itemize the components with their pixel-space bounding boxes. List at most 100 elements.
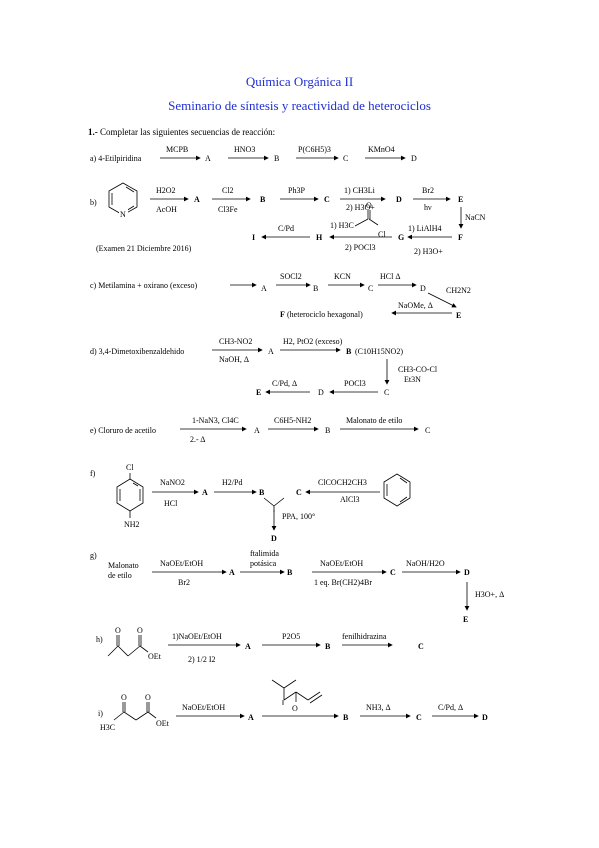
reagent: NaOH/H2O [406,559,445,568]
svg-text:NH2: NH2 [124,520,140,529]
scheme-i-label: i) [98,709,103,718]
compound-D: D [271,534,277,543]
scheme-e: e) Cloruro de acetilo 1-NaN3, Cl4C 2.- Δ… [90,416,430,444]
reagent: NaOEt/EtOH [160,559,203,568]
compound-G: G [398,233,404,242]
reagent: P(C6H5)3 [298,145,331,154]
reagent: H2, PtO2 (exceso) [283,337,343,346]
compound-A: A [229,568,235,577]
reagent: ClCOCH2CH3 [318,478,367,487]
pyridine-structure: N [108,182,138,219]
compound-D: D [396,195,402,204]
instructions: 1.- Completar las siguientes secuencias … [88,127,275,137]
instructions-text: Completar las siguientes secuencias de r… [100,127,276,137]
reagent: AcOH [156,205,177,214]
compound-B-formula: (C10H15NO2) [355,347,403,356]
compound-C: C [425,426,430,435]
reagent: NaNO2 [160,478,185,487]
reagent: HNO3 [234,145,255,154]
reagent: KCN [334,272,351,281]
scheme-i: i) O O OEt H3C NaOEt/EtOH A [98,679,488,732]
scheme-h-label: h) [96,635,103,644]
scheme-c: c) Metilamina + oxirano (exceso) A SOCl2… [90,272,471,320]
reagent: P2O5 [282,632,300,641]
reagent: HCl Δ [380,272,400,281]
reagent: 2) 1/2 I2 [188,655,216,664]
reagent: potásica [250,559,277,568]
compound-D: D [411,154,417,163]
reagent: CH2N2 [446,286,471,295]
reagent: H2/Pd [222,478,242,487]
reagent: Cl2 [222,186,234,195]
compound-D: D [464,568,470,577]
reagent: fenilhidrazina [342,632,387,641]
reagent: Et3N [404,375,421,384]
arrow [427,292,457,308]
compound-D: D [482,713,488,722]
reagent: 1) CH3Li [344,186,376,195]
exercise-number: 1.- [88,127,98,137]
svg-text:O: O [366,201,372,210]
reagent: NaOEt/EtOH [320,559,363,568]
compound-A: A [268,347,274,356]
reagent: KMnO4 [368,145,395,154]
reagent: Malonato de etilo [346,416,402,425]
compound-A: A [248,713,254,722]
compound-E: E [256,388,261,397]
compound-B: B [325,642,331,651]
reagent: Br2 [422,186,434,195]
compound-A: A [202,488,208,497]
compound-C: C [418,642,424,651]
reagent: PPA, 100° [282,512,315,521]
reagent: C6H5-NH2 [274,416,311,425]
compound-B: B [325,426,330,435]
svg-text:O: O [292,704,298,713]
scheme-b-label: b) [90,198,97,207]
compound-I: I [252,233,255,242]
compound-C: C [343,154,348,163]
reagent: Ph3P [288,186,305,195]
compound-C: C [384,388,389,397]
reagent: NaCN [465,213,486,222]
compound-A: A [254,426,260,435]
compound-C: C [416,713,422,722]
reagent: ftalimida [250,549,279,558]
compound-A: A [194,195,200,204]
compound-C: C [324,195,330,204]
compound-D: D [420,284,426,293]
reagent: C/Pd, Δ [438,703,463,712]
reagent: 1)NaOEt/EtOH [172,632,222,641]
reagent: hν [424,203,432,212]
compound-D: D [318,388,324,397]
scheme-d: d) 3,4-Dimetoxibenzaldehido CH3-NO2 NaOH… [90,337,438,397]
reagent: NaOEt/EtOH [182,703,225,712]
compound-F: F [458,233,463,242]
svg-text:O: O [145,693,151,702]
compound-B: B [313,284,318,293]
svg-text:Cl: Cl [378,230,386,239]
reagent: POCl3 [344,379,366,388]
compound-C: C [296,488,302,497]
reagent: 2) POCl3 [345,243,375,252]
isopropyl-fragment [263,497,285,512]
acetyl-chloride-structure: 1) H3C O Cl [330,201,386,239]
page-subtitle: Seminario de síntesis y reactividad de h… [168,98,431,113]
compound-E: E [463,615,468,624]
compound-F-description: (heterociclo hexagonal) [287,310,363,319]
scheme-d-label: d) 3,4-Dimetoxibenzaldehido [90,347,184,356]
exam-note: (Examen 21 Diciembre 2016) [96,244,192,253]
reagent: 2) H3O+ [346,203,375,212]
scheme-h: h) O O OEt 1)NaOEt/EtOH 2) 1/2 I2 A P2O5… [96,626,424,664]
scheme-g-label: g) [90,551,97,560]
reagent: H3O+, Δ [475,590,504,599]
reagent: 1-NaN3, Cl4C [192,416,239,425]
compound-B: B [346,347,352,356]
reagent: NaOH, Δ [219,355,249,364]
reagent: NaOMe, Δ [398,301,433,310]
scheme-b: b) N H2O2 AcOH A Cl2 Cl3Fe B Ph3P C 1) C… [90,182,486,256]
nitrogen-atom: N [120,210,126,219]
compound-F: F [280,310,285,319]
compound-B: B [274,154,279,163]
